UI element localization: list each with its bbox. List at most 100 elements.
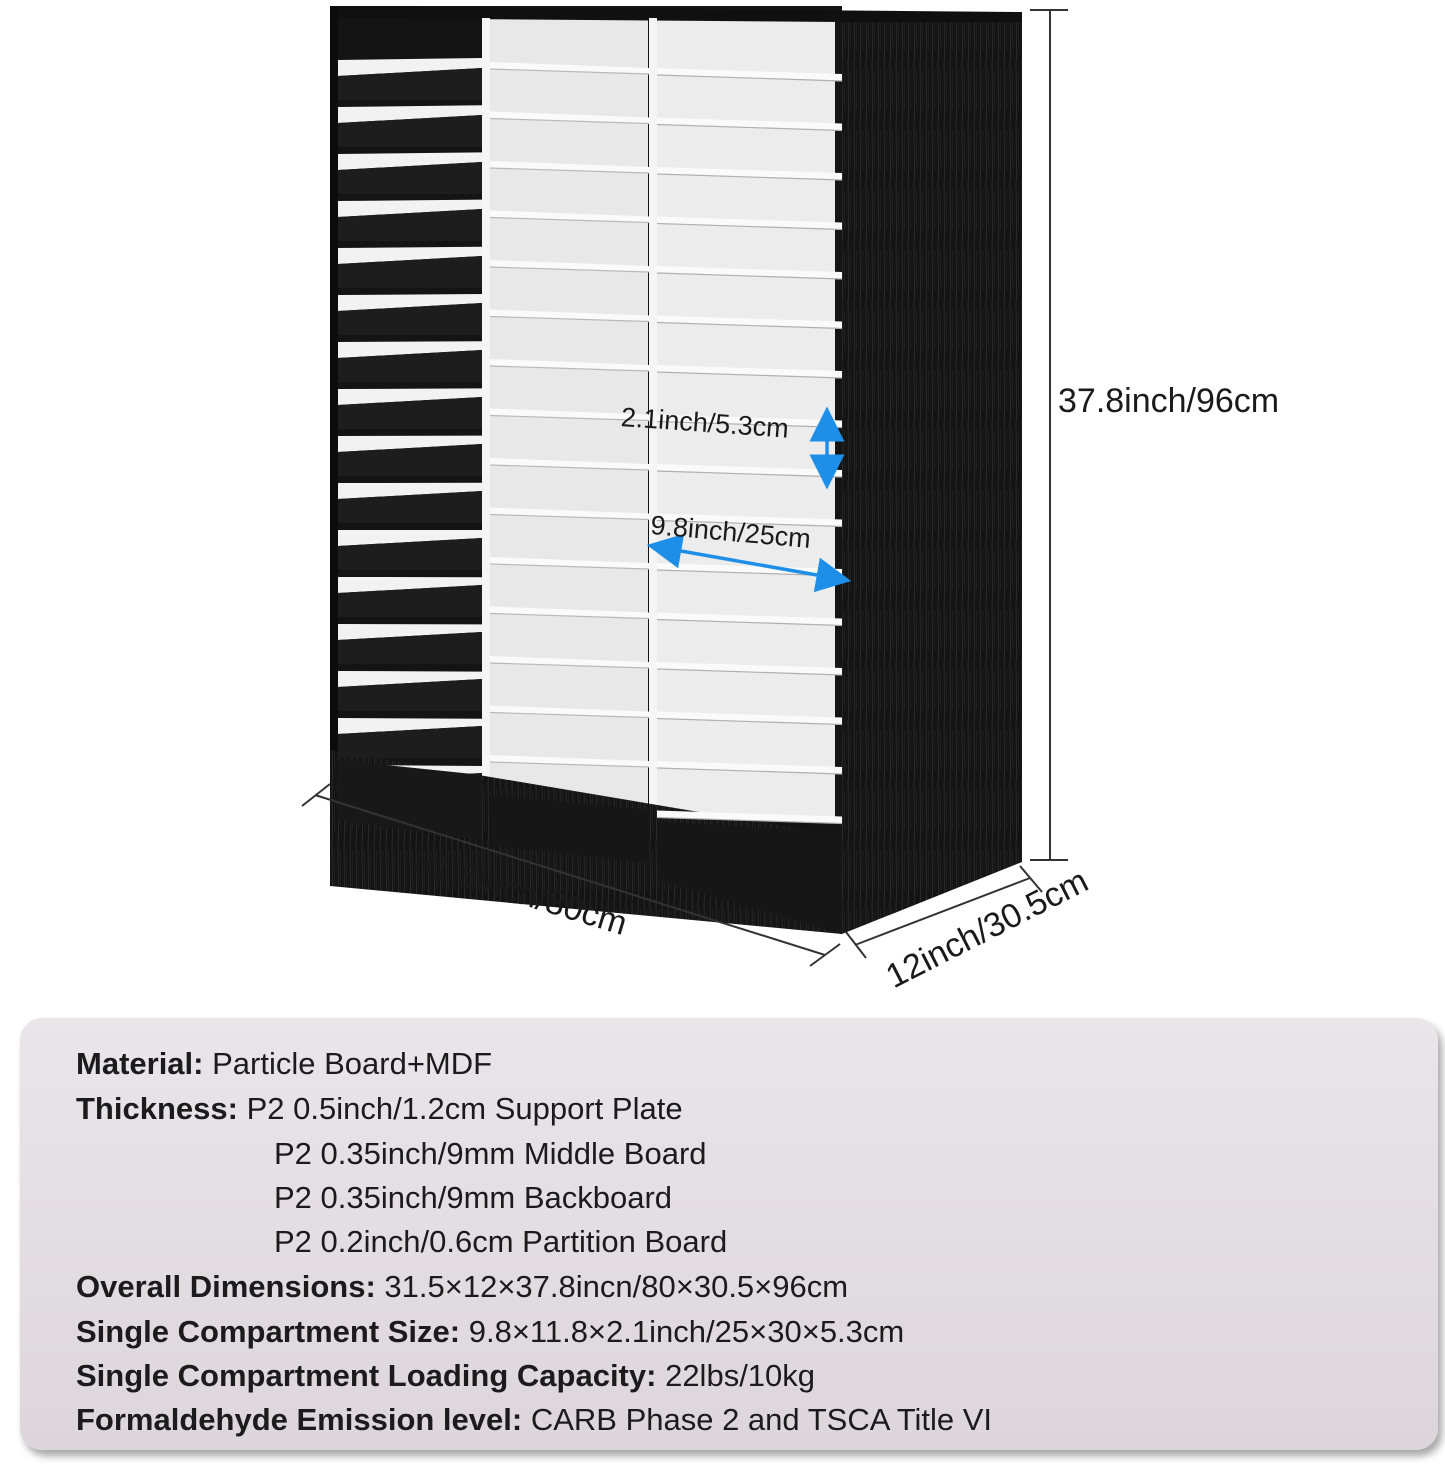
shelf-left — [338, 718, 482, 734]
shelf-left — [338, 246, 482, 264]
slot-left — [338, 444, 482, 476]
slot-left — [338, 726, 482, 758]
compartment-arrows — [646, 406, 852, 593]
shelf-middle — [490, 260, 649, 272]
spec-value: Particle Board+MDF — [212, 1046, 493, 1081]
shelf-left — [338, 624, 482, 640]
shelf-middle — [490, 458, 649, 470]
shelf-right-edge — [656, 173, 843, 181]
shelf-middle — [490, 161, 649, 173]
slot-left — [338, 538, 482, 570]
shelf-middle-edge — [489, 662, 650, 669]
bottom-slot-right — [657, 822, 842, 934]
spec-label: Thickness: — [76, 1091, 238, 1126]
spec-compartment-size: Single Compartment Size: 9.8×11.8×2.1inc… — [76, 1314, 904, 1350]
shelf-right-edge — [656, 816, 843, 825]
shelf-middle-edge — [489, 414, 650, 422]
left-edge — [330, 6, 338, 886]
depth-tick-right — [1019, 865, 1043, 893]
shelf-right — [657, 365, 842, 378]
shelf-left — [338, 341, 482, 358]
spec-thickness-line: P2 0.2inch/0.6cm Partition Board — [274, 1224, 728, 1259]
shelf-left — [338, 294, 482, 311]
shelf-right-edge — [656, 222, 843, 231]
shelf-left — [338, 530, 482, 546]
shelf-right-edge — [656, 371, 843, 379]
shelf-right-edge — [656, 321, 843, 330]
depth-line — [854, 877, 1031, 946]
spec-label: Overall Dimensions: — [76, 1269, 376, 1304]
shelf-right — [657, 117, 842, 131]
shelf-left — [338, 105, 482, 123]
shelf-middle-edge — [489, 315, 650, 323]
shelf-left — [338, 671, 482, 687]
shelf-middle — [490, 408, 649, 421]
shelf-middle — [490, 507, 649, 520]
divider-left — [482, 18, 490, 838]
shelf-group — [338, 58, 843, 934]
shelf-middle-edge — [489, 216, 650, 224]
top-board — [330, 6, 1022, 22]
shelf-right — [657, 414, 842, 428]
shelf-middle-edge — [489, 117, 650, 125]
shelf-right — [657, 612, 842, 626]
shelf-right-edge — [656, 668, 843, 676]
specification-panel: Material: Particle Board+MDF Thickness: … — [20, 1018, 1438, 1450]
shelf-middle-edge — [489, 761, 650, 768]
shelf-left — [338, 199, 482, 217]
shelf-middle — [490, 656, 649, 668]
spec-thickness-line: P2 0.35inch/9mm Middle Board — [274, 1136, 707, 1171]
bottom-slot-left — [338, 760, 482, 840]
shelf-right — [657, 266, 842, 279]
shelf-right — [657, 167, 842, 180]
spec-thickness-line: P2 0.35inch/9mm Backboard — [274, 1180, 673, 1215]
shelf-right — [657, 810, 842, 824]
spec-label: Single Compartment Loading Capacity: — [76, 1358, 657, 1393]
slot-left — [338, 397, 482, 429]
width-arrow — [646, 533, 852, 593]
shelf-right-edge — [656, 717, 843, 726]
spec-formaldehyde: Formaldehyde Emission level: CARB Phase … — [76, 1402, 992, 1438]
spec-value: CARB Phase 2 and TSCA Title VI — [530, 1402, 993, 1437]
depth-tick-left — [845, 931, 867, 959]
width-tick-left — [301, 783, 331, 807]
shelf-middle — [490, 755, 649, 767]
slot-left — [338, 303, 482, 335]
shelf-left — [338, 577, 482, 593]
shelf-middle-edge — [489, 68, 650, 75]
shelf-middle-edge — [489, 563, 650, 570]
spec-overall-dimensions: Overall Dimensions: 31.5×12×37.8incn/80×… — [76, 1269, 848, 1305]
shelf-right — [657, 464, 842, 477]
divider-right — [649, 18, 657, 863]
spec-value: P2 0.5inch/1.2cm Support Plate — [246, 1091, 683, 1126]
shelf-middle — [490, 111, 649, 124]
shelf-left — [338, 152, 482, 170]
shelf-middle — [490, 62, 649, 74]
shelf-right — [657, 662, 842, 675]
shelf-right-edge — [656, 272, 843, 280]
right-side-panel — [842, 22, 1022, 934]
slot-left — [338, 162, 482, 194]
shelf-middle — [490, 705, 649, 718]
shelf-right-edge — [656, 767, 843, 775]
width-tick-right — [809, 943, 841, 967]
bottom-slot-middle — [490, 795, 649, 863]
shelf-middle — [490, 210, 649, 223]
product-illustration: 37.8inch/96cm 31.5inch/80cm 12inch/30.5c… — [301, 6, 1279, 996]
shelf-middle — [490, 359, 649, 371]
shelf-left — [338, 58, 482, 76]
spec-thickness: Thickness: P2 0.5inch/1.2cm Support Plat… — [76, 1091, 683, 1127]
shelf-middle-edge — [489, 711, 650, 719]
shelf-right — [657, 711, 842, 725]
slot-left — [338, 115, 482, 147]
slot-left — [338, 679, 482, 711]
shelf-middle-edge — [489, 513, 650, 521]
spec-loading-capacity: Single Compartment Loading Capacity: 22l… — [76, 1358, 815, 1394]
shelf-middle — [490, 557, 649, 569]
shelf-right — [657, 216, 842, 230]
slot-left — [338, 491, 482, 523]
slot-left — [338, 350, 482, 382]
spec-value: 22lbs/10kg — [665, 1358, 816, 1393]
shelf-middle-edge — [489, 167, 650, 174]
slot-left — [338, 209, 482, 241]
